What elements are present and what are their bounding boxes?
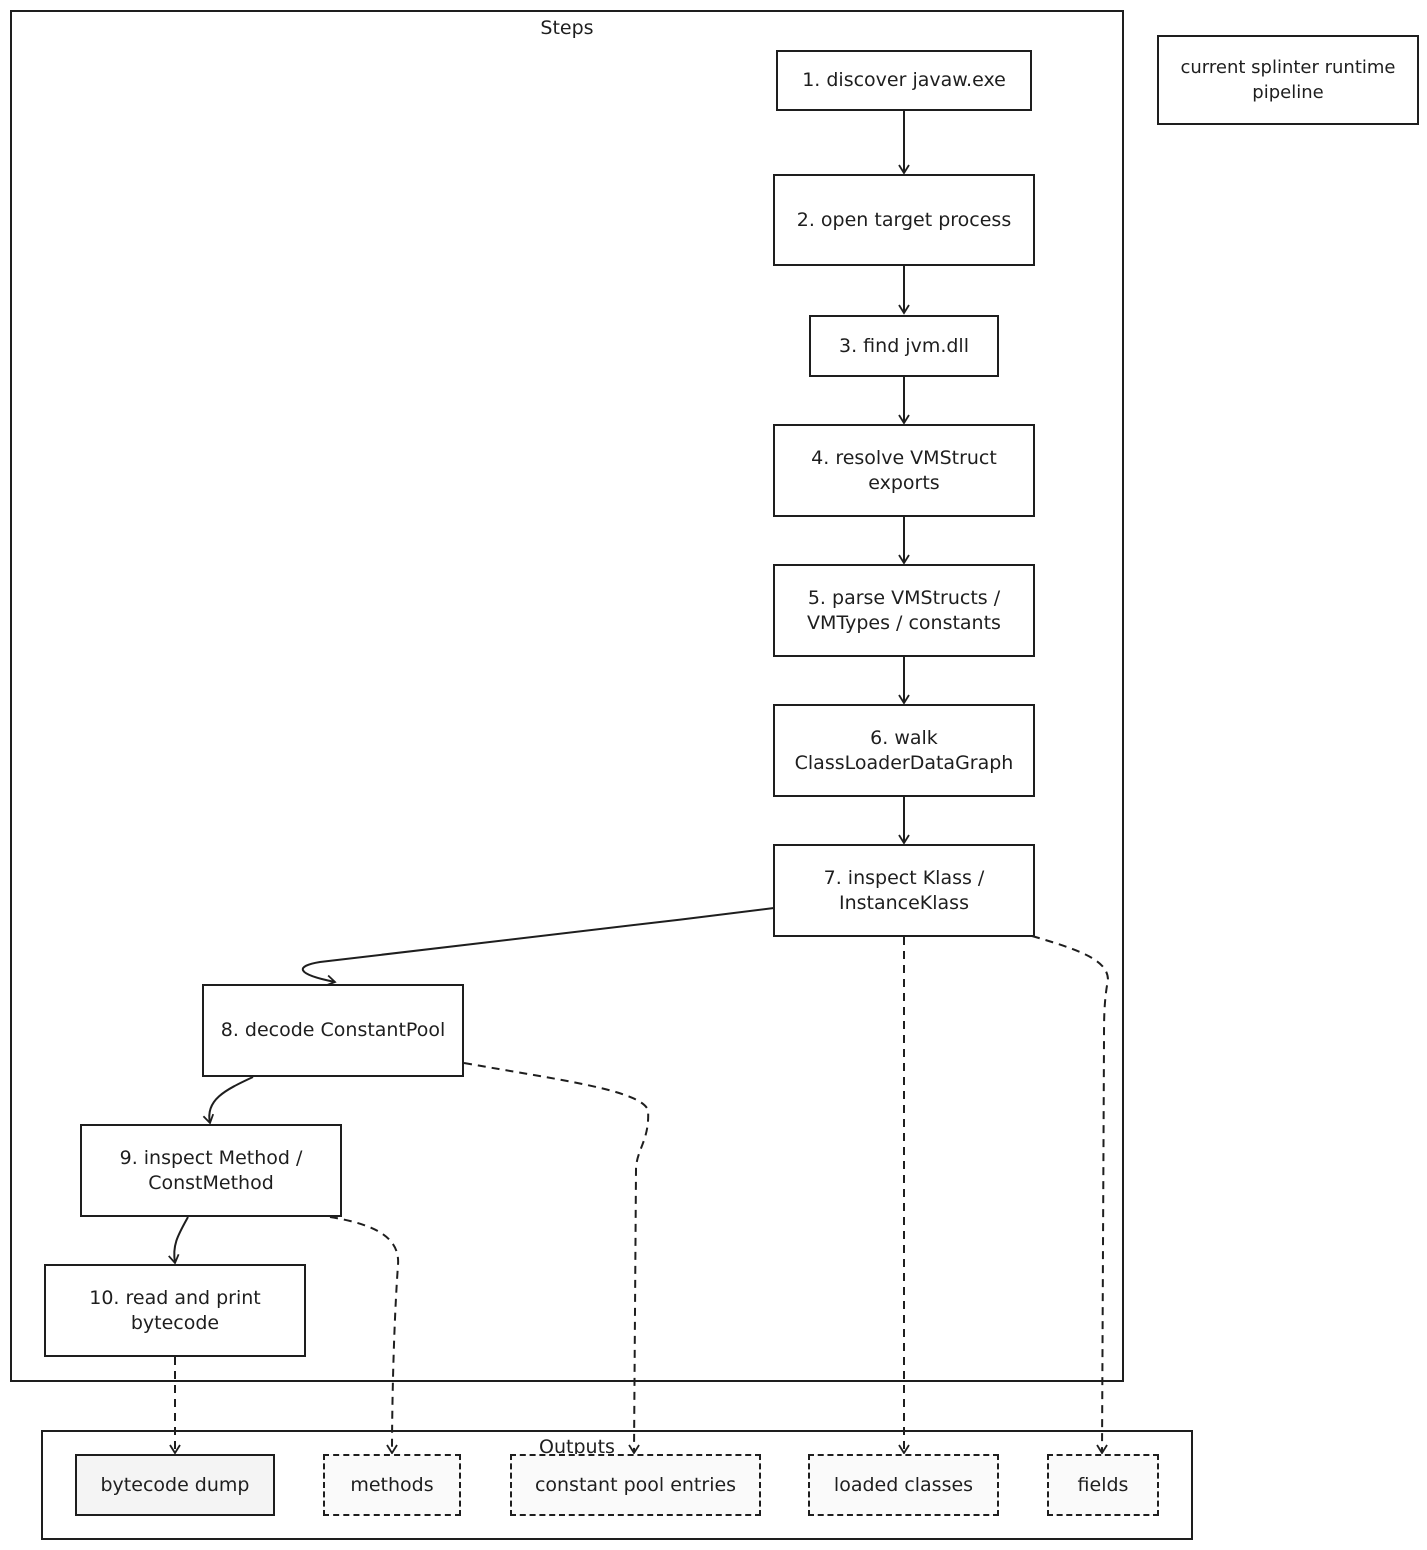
outputs-frame: Outputs — [41, 1430, 1193, 1540]
edge-s8-s9 — [202, 1076, 254, 1125]
step-7-inspect-klass: 7. inspect Klass / InstanceKlass — [773, 844, 1035, 937]
step-1-discover-javaw: 1. discover javaw.exe — [776, 50, 1032, 111]
steps-frame-label: Steps — [540, 17, 594, 39]
pipeline-title-note: current splinter runtime pipeline — [1157, 35, 1419, 125]
output-constant-pool-entries: constant pool entries — [510, 1454, 761, 1516]
step-10-read-print-bytecode: 10. read and print bytecode — [44, 1264, 306, 1357]
step-4-resolve-vmstruct-exports: 4. resolve VMStruct exports — [773, 424, 1035, 517]
edge-s7-o5 — [1031, 935, 1110, 1455]
edge-s9-o2 — [329, 1216, 400, 1455]
step-2-open-target-process: 2. open target process — [773, 174, 1035, 266]
step-9-inspect-method: 9. inspect Method / ConstMethod — [80, 1124, 342, 1217]
edge-s9-s10 — [168, 1216, 189, 1265]
output-bytecode-dump: bytecode dump — [75, 1454, 275, 1516]
output-loaded-classes: loaded classes — [808, 1454, 999, 1516]
output-fields: fields — [1047, 1454, 1159, 1516]
step-3-find-jvm-dll: 3. find jvm.dll — [809, 315, 999, 377]
outputs-frame-label: Outputs — [539, 1436, 615, 1458]
steps-frame: Steps — [10, 10, 1124, 1382]
step-5-parse-vmstructs: 5. parse VMStructs / VMTypes / constants — [773, 564, 1035, 657]
edge-s8-o3 — [463, 1062, 650, 1455]
step-6-walk-classloaderdatagraph: 6. walk ClassLoaderDataGraph — [773, 704, 1035, 797]
output-methods: methods — [323, 1454, 461, 1516]
step-8-decode-constantpool: 8. decode ConstantPool — [202, 984, 464, 1077]
edge-s7-s8 — [301, 907, 775, 987]
